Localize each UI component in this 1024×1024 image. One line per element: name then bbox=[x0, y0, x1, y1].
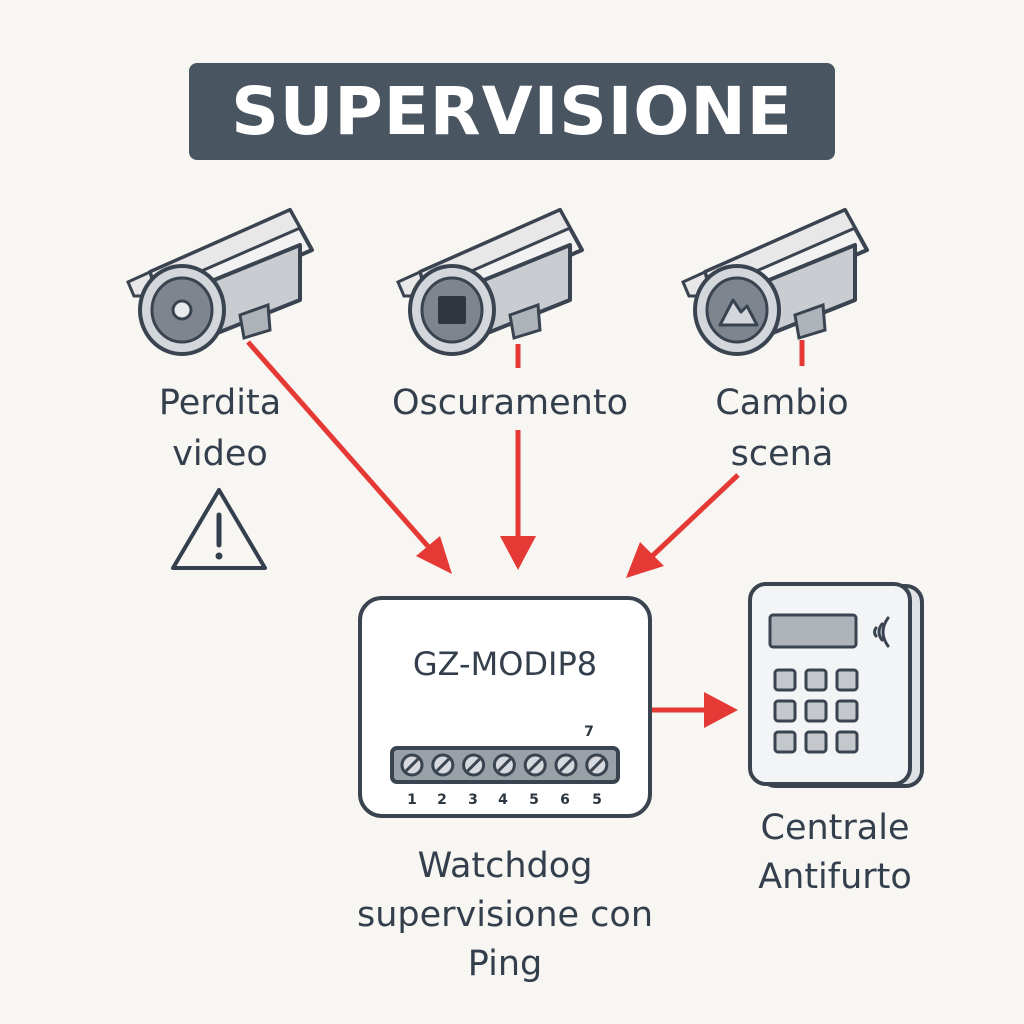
display-icon bbox=[768, 613, 858, 649]
terminal-screw bbox=[492, 753, 516, 777]
title-banner: SUPERVISIONE bbox=[189, 63, 835, 160]
arrow-camera3-to-device bbox=[626, 340, 805, 578]
camera-icon bbox=[681, 208, 869, 356]
device-caption: Watchdog supervisione con Ping bbox=[330, 842, 680, 989]
terminal-screw bbox=[523, 753, 547, 777]
warning-triangle-icon bbox=[171, 488, 267, 570]
camera-label-perdita-video: Perdita video bbox=[120, 378, 320, 480]
wireless-signal-icon bbox=[873, 616, 890, 648]
panel-caption-line: Antifurto bbox=[758, 857, 912, 897]
panel-caption: Centrale Antifurto bbox=[730, 804, 940, 902]
camera-label-oscuramento: Oscuramento bbox=[360, 378, 660, 429]
arrow-camera1-to-device bbox=[246, 340, 452, 574]
terminal-top-label: 7 bbox=[584, 724, 594, 740]
alarm-panel bbox=[748, 582, 924, 788]
terminal-number: 5 bbox=[592, 792, 602, 808]
camera-label-line: Perdita bbox=[158, 383, 282, 423]
keypad-key bbox=[804, 699, 828, 723]
camera-label-line: scena bbox=[730, 433, 834, 474]
device-box bbox=[358, 596, 652, 818]
camera-label-line: Cambio bbox=[715, 383, 849, 423]
terminal-screw bbox=[462, 753, 486, 777]
keypad-key bbox=[835, 730, 859, 754]
terminal-number: 1 bbox=[407, 792, 417, 808]
camera-label-cambio-scena: Cambio scena bbox=[682, 378, 882, 480]
keypad-key bbox=[835, 668, 859, 692]
lens-mountain-icon bbox=[718, 298, 759, 327]
terminal-number: 3 bbox=[468, 792, 478, 808]
terminal-number: 4 bbox=[498, 792, 508, 808]
terminal-number: 2 bbox=[437, 792, 447, 808]
device-caption-line: supervisione con bbox=[356, 895, 654, 935]
lens-dot-icon bbox=[171, 299, 193, 321]
keypad-key bbox=[804, 668, 828, 692]
terminal-screw bbox=[554, 753, 578, 777]
terminal-number: 6 bbox=[560, 792, 570, 808]
terminal-screw bbox=[585, 753, 609, 777]
terminal-screw bbox=[400, 753, 424, 777]
lens-dark-square-icon bbox=[438, 296, 466, 324]
camera-label-line: Oscuramento bbox=[392, 383, 628, 423]
diagram-title: SUPERVISIONE bbox=[231, 73, 793, 150]
terminal-screw bbox=[431, 753, 455, 777]
keypad-key bbox=[773, 699, 797, 723]
terminal-number: 5 bbox=[529, 792, 539, 808]
camera-label-line: video bbox=[172, 433, 268, 474]
device-caption-line: Watchdog bbox=[417, 846, 593, 886]
camera-icon bbox=[396, 208, 584, 356]
panel-caption-line: Centrale bbox=[760, 808, 910, 848]
device-caption-line: Ping bbox=[467, 944, 543, 984]
keypad-key bbox=[773, 668, 797, 692]
device-name: GZ-MODIP8 bbox=[412, 645, 598, 683]
arrow-device-to-panel bbox=[652, 692, 738, 728]
arrow-camera2-to-device bbox=[500, 344, 536, 570]
keypad-key bbox=[804, 730, 828, 754]
keypad-key bbox=[835, 699, 859, 723]
terminal-block bbox=[400, 753, 609, 777]
keypad-key bbox=[773, 730, 797, 754]
camera-icon bbox=[126, 208, 314, 356]
keypad-icon bbox=[773, 668, 859, 754]
